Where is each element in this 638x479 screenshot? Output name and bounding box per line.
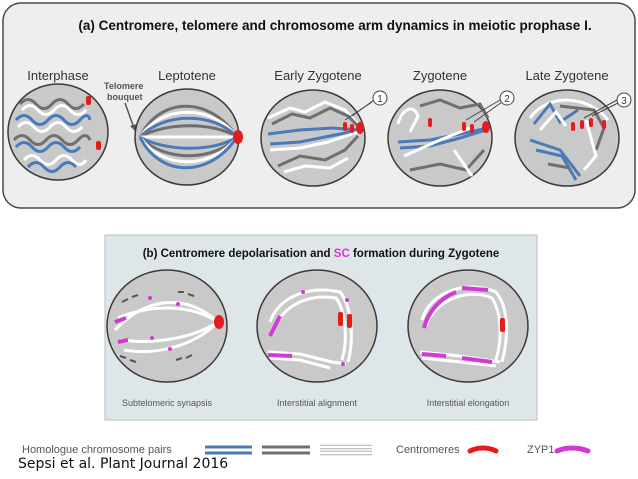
telomere-bouquet-label-line1: Telomere (104, 81, 143, 91)
stage-label-subtelomeric-synapsis: Subtelomeric synapsis (122, 398, 213, 408)
nucleus-early-zygotene (260, 89, 366, 187)
panel-b-title: (b) Centromere depolarisation and SC for… (143, 248, 500, 260)
legend-pair-white (320, 444, 372, 456)
telomere-bouquet-label-line2: bouquet (107, 92, 143, 102)
legend-pair-gray (262, 445, 310, 455)
nucleus-interphase (7, 83, 109, 181)
nucleus-interstitial-elongation (407, 269, 529, 383)
nucleus-leptotene (134, 88, 243, 186)
callout-2-circle (499, 90, 515, 106)
stage-label-interphase: Interphase (27, 68, 88, 83)
stage-label-early-zygotene: Early Zygotene (274, 68, 361, 83)
legend-zyp1-label: ZYP1 (527, 444, 555, 456)
legend-pair-blue (205, 445, 252, 455)
legend-centromeres-label: Centromeres (396, 444, 460, 456)
nucleus-interstitial-alignment (256, 269, 378, 383)
nucleus-subtelomeric-synapsis-body (106, 269, 228, 383)
stage-label-leptotene: Leptotene (158, 68, 216, 83)
callout-3-circle (616, 92, 632, 108)
telomere-bouquet-arrow (124, 102, 135, 129)
panel-b-title-sc: SC (334, 248, 350, 260)
nucleus-late-zygotene-body (514, 89, 620, 187)
callout-1-circle (372, 90, 388, 106)
legend-pairs-label: Homologue chromosome pairs (22, 444, 172, 456)
legend-centromere-swatch (467, 445, 499, 454)
panel-b-title-part2: formation during Zygotene (350, 248, 500, 260)
stage-label-interstitial-alignment: Interstitial alignment (277, 398, 358, 408)
stage-label-late-zygotene: Late Zygotene (525, 68, 608, 83)
callout-3-label: 3 (621, 96, 627, 107)
nucleus-zygotene (387, 89, 493, 187)
nucleus-subtelomeric-synapsis (106, 269, 228, 383)
callout-1-label: 1 (377, 94, 383, 105)
stage-label-interstitial-elongation: Interstitial elongation (427, 398, 510, 408)
legend-zyp1-swatch (554, 445, 591, 454)
panel-a-title: (a) Centromere, telomere and chromosome … (78, 18, 591, 33)
panel-b-title-part1: (b) Centromere depolarisation and (143, 248, 334, 260)
stage-label-zygotene: Zygotene (413, 68, 467, 83)
callout-2-label: 2 (504, 94, 510, 105)
nucleus-late-zygotene (514, 89, 620, 187)
citation-credit: Sepsi et al. Plant Journal 2016 (18, 456, 229, 472)
